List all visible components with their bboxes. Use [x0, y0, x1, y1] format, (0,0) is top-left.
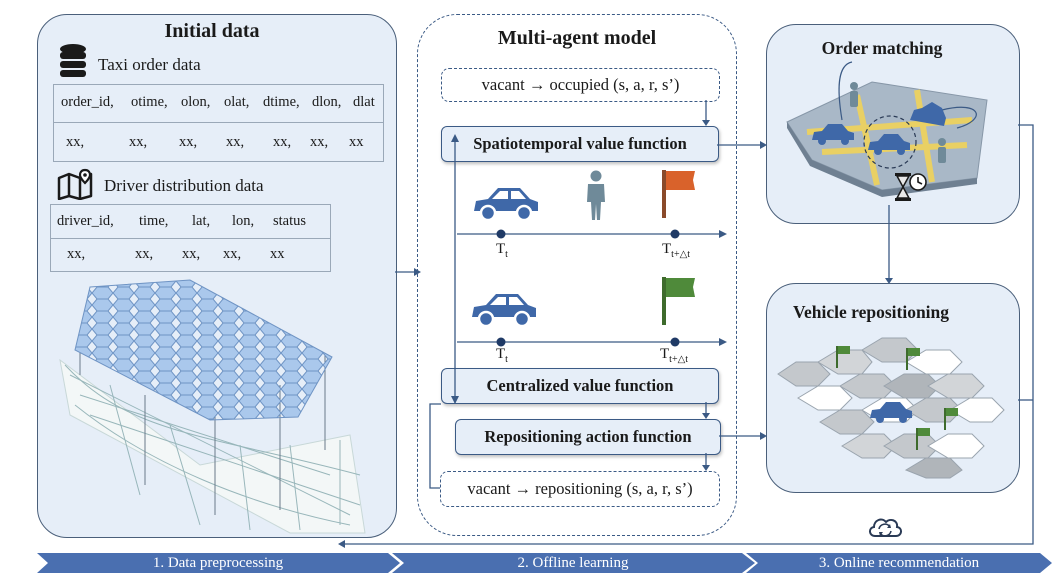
table-cell: xx, — [66, 134, 85, 150]
repositioning-transition-box: vacant → repositioning (s, a, r, s’) — [440, 471, 720, 507]
table-cell: xx — [349, 134, 364, 150]
flag-icon — [662, 277, 695, 325]
stage-data-preprocessing: 1. Data preprocessing — [152, 555, 284, 571]
map-icon — [57, 168, 93, 200]
stage-offline-learning: 2. Offline learning — [517, 555, 629, 571]
table-header-cell: status — [273, 213, 307, 229]
table-cell: xx, — [310, 134, 329, 150]
table-cell: xx, — [129, 134, 148, 150]
time-label-end: Tt+△t — [660, 346, 689, 365]
multi-agent-model-panel — [417, 14, 737, 536]
table-cell: xx, — [226, 134, 245, 150]
database-icon — [60, 44, 86, 77]
table-header-cell: lat, — [192, 213, 211, 229]
table-header-cell: order_id, — [61, 94, 114, 110]
multi-agent-model-title: Multi-agent model — [497, 27, 657, 49]
stage-bar — [37, 553, 1052, 573]
table-cell: xx, — [135, 246, 154, 262]
table-cell: xx, — [223, 246, 242, 262]
repositioning-action-function-box: Repositioning action function — [455, 419, 721, 455]
hourglass-icon — [895, 173, 911, 201]
table-header-cell: olat, — [224, 94, 250, 110]
timeline-axis — [457, 229, 727, 239]
driver-table: driver_id, time, lat, lon, status xx, xx… — [50, 204, 331, 272]
timeline-axis — [457, 337, 727, 347]
taxi-order-label: Taxi order data — [98, 55, 201, 74]
table-cell: xx, — [182, 246, 201, 262]
person-icon — [587, 170, 605, 220]
table-header-cell: lon, — [232, 213, 255, 229]
car-icon — [474, 188, 538, 222]
time-label-end: Tt+△t — [662, 241, 691, 260]
hex-grid-city-map-illustration — [59, 279, 366, 534]
table-header-cell: olon, — [181, 94, 211, 110]
order-matching-illustration — [786, 61, 988, 197]
table-header-cell: dlon, — [312, 94, 342, 110]
taxi-order-table: order_id, otime, olon, olat, dtime, dlon… — [53, 84, 384, 162]
time-label-start: Tt — [496, 346, 508, 365]
spatiotemporal-value-function-box: Spatiotemporal value function — [441, 126, 719, 162]
occupied-transition-box: vacant → occupied (s, a, r, s’) — [441, 68, 720, 102]
car-icon — [472, 294, 536, 328]
table-header-cell: dtime, — [263, 94, 300, 110]
vehicle-repositioning-illustration — [777, 337, 1005, 479]
table-cell: xx, — [67, 246, 86, 262]
order-matching-title: Order matching — [821, 38, 943, 58]
table-cell: xx, — [179, 134, 198, 150]
driver-distribution-label: Driver distribution data — [104, 176, 264, 195]
table-cell: xx, — [273, 134, 292, 150]
clock-icon — [909, 173, 927, 191]
table-header-cell: otime, — [131, 94, 168, 110]
table-header-cell: dlat — [353, 94, 375, 110]
time-label-start: Tt — [496, 241, 508, 260]
centralized-value-function-box: Centralized value function — [441, 368, 719, 404]
flag-icon — [662, 170, 695, 218]
table-header-cell: driver_id, — [57, 213, 114, 229]
cloud-sync-icon — [869, 518, 902, 537]
table-header-cell: time, — [139, 213, 169, 229]
initial-data-title: Initial data — [164, 20, 260, 42]
table-cell: xx — [270, 246, 285, 262]
vehicle-repositioning-title: Vehicle repositioning — [792, 302, 950, 322]
stage-online-recommendation: 3. Online recommendation — [818, 555, 980, 571]
